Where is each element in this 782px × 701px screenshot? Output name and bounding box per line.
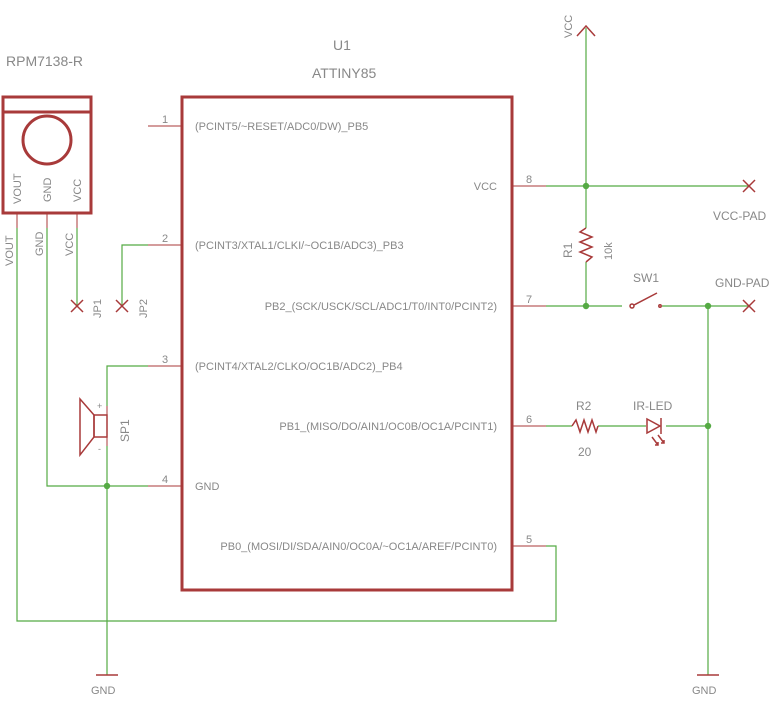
u1-pin5-label: PB0_(MOSI/DI/SDA/AIN0/OC0A/~OC1A/AREF/PC…	[220, 541, 497, 553]
gnd-pad-label: GND-PAD	[715, 276, 770, 290]
gnd-pad-x-icon	[742, 299, 756, 313]
gnd-left-label: GND	[91, 685, 116, 697]
vcc-pad[interactable]: VCC-PAD	[713, 179, 766, 223]
junction-gnd-left	[103, 482, 111, 490]
ir-receiver-header	[1, 95, 93, 114]
wire-pb3-jp2	[121, 244, 148, 306]
vcc-pad-x-icon	[742, 179, 756, 193]
u1-attiny85[interactable]: U1 ATTINY85 1 2 3 4 8 7 6 5 (PCINT5/~RES…	[148, 37, 546, 592]
led-ray-1-icon	[651, 436, 659, 446]
u1-name: U1	[333, 37, 351, 53]
led-name: IR-LED	[633, 399, 673, 413]
ir-receiver-net-gnd: GND	[34, 232, 46, 257]
vcc-arrow-icon	[576, 24, 596, 37]
wire-gnd-pin4	[46, 228, 148, 487]
u1-pin2-label: (PCINT3/XTAL1/CLKI/~OC1B/ADC3)_PB3	[195, 240, 404, 252]
u1-pin7-label: PB2_(SCK/USCK/SCL/ADC1/T0/INT0/PCINT2)	[265, 301, 497, 313]
u1-pin1-label: (PCINT5/~RESET/ADC0/DW)_PB5	[195, 121, 368, 133]
u1-pin3-label: (PCINT4/XTAL2/CLKO/OC1B/ADC2)_PB4	[195, 361, 403, 373]
junction-led-gnd	[704, 422, 712, 430]
wires	[16, 28, 749, 675]
u1-pin5-number: 5	[526, 534, 532, 546]
u1-pin3-number: 3	[162, 354, 168, 366]
jp2-label: JP2	[138, 299, 150, 318]
sw1-contact-left	[629, 303, 635, 309]
u1-pin4-number: 4	[162, 474, 168, 486]
u1-pin2-number: 2	[162, 233, 168, 245]
speaker-plus: +	[97, 401, 102, 411]
r2-zigzag-icon	[571, 417, 599, 435]
jp1-label: JP1	[92, 299, 104, 318]
jp1-x-icon	[70, 299, 84, 313]
junction-vcc	[582, 182, 590, 190]
ir-receiver-name: RPM7138-R	[6, 53, 83, 69]
switch-sw1[interactable]: SW1	[629, 271, 662, 309]
jumper-jp1[interactable]: JP1	[70, 299, 104, 318]
u1-pin7-number: 7	[526, 294, 532, 306]
junction-gnd-pad	[704, 302, 712, 310]
jumper-jp2[interactable]: JP2	[115, 299, 150, 318]
led-triangle-icon	[646, 417, 662, 435]
ir-led[interactable]: IR-LED	[633, 399, 673, 446]
r1-value: 10k	[603, 242, 615, 260]
r2-value: 20	[578, 445, 592, 459]
u1-pin8-number: 8	[526, 174, 532, 186]
wire-pb4-speaker	[106, 365, 148, 406]
ir-receiver-net-vcc: VCC	[64, 233, 76, 256]
speaker-minus: -	[98, 444, 101, 454]
speaker-body	[93, 414, 108, 438]
gnd-symbol-right: GND	[692, 674, 719, 697]
u1-pin1-number: 1	[162, 114, 168, 126]
u1-body	[180, 95, 514, 592]
ir-receiver-lens	[21, 114, 73, 166]
vcc-label: VCC	[563, 15, 575, 38]
speaker-name: SP1	[118, 419, 132, 442]
ir-receiver-pin-vout: VOUT	[12, 173, 24, 204]
junctions	[103, 182, 712, 490]
u1-value: ATTINY85	[312, 65, 377, 81]
gnd-pad[interactable]: GND-PAD	[715, 276, 770, 313]
gnd-symbol-left: GND	[91, 674, 118, 697]
sw1-lever	[633, 292, 658, 306]
ir-receiver-rpm7138[interactable]: RPM7138-R VOUT GND VCC VOUT GND VCC	[1, 53, 93, 266]
vcc-pad-label: VCC-PAD	[713, 209, 766, 223]
u1-pin8-label: VCC	[474, 181, 497, 193]
ir-receiver-pin-gnd: GND	[42, 178, 54, 203]
r2-name: R2	[576, 399, 592, 413]
resistor-r1[interactable]: R1 10k	[561, 227, 615, 263]
r1-zigzag-icon	[578, 227, 594, 263]
ir-receiver-pin-vcc: VCC	[72, 179, 84, 202]
resistor-r2[interactable]: R2 20	[571, 399, 599, 459]
junction-pb2	[582, 302, 590, 310]
gnd-right-label: GND	[692, 685, 717, 697]
ir-receiver-net-vout: VOUT	[4, 235, 16, 266]
sw1-name: SW1	[633, 271, 659, 285]
u1-pin6-label: PB1_(MISO/DO/AIN1/OC0B/OC1A/PCINT1)	[279, 421, 497, 433]
speaker-sp1[interactable]: + - SP1	[79, 397, 132, 458]
led-ray-2-icon	[657, 434, 665, 444]
sw1-contact-right	[658, 304, 662, 308]
r1-name: R1	[561, 242, 575, 258]
wire-vout-pb0	[16, 228, 557, 622]
vcc-supply-symbol: VCC	[563, 15, 596, 38]
u1-pin4-label: GND	[195, 481, 220, 493]
jp2-x-icon	[115, 299, 129, 313]
u1-pin6-number: 6	[526, 414, 532, 426]
speaker-cone-icon	[79, 397, 95, 458]
